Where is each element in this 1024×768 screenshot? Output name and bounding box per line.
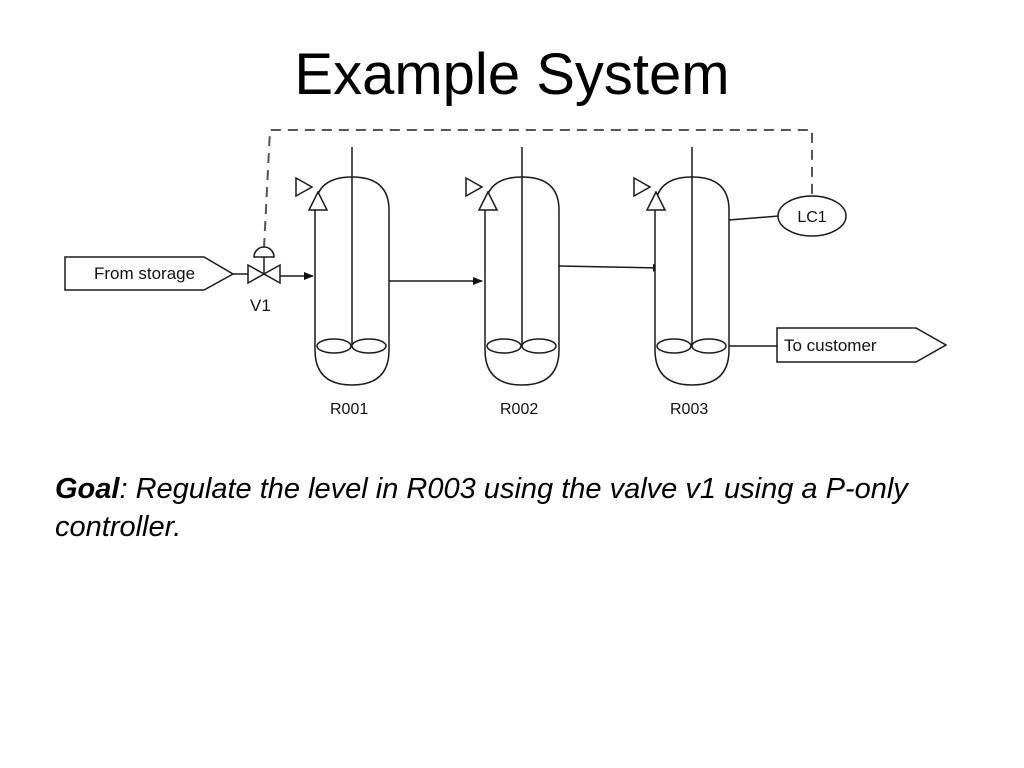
slide-title: Example System bbox=[294, 42, 730, 107]
reactor-label: R003 bbox=[670, 401, 708, 418]
reactor-label: R002 bbox=[500, 401, 538, 418]
reactor-r003: R003 bbox=[633, 147, 730, 418]
level-controller-lc1: LC1 bbox=[777, 195, 847, 237]
outlet-stream: To customer bbox=[776, 327, 948, 363]
control-signal-line bbox=[263, 129, 813, 249]
valve-v1: V1 bbox=[247, 246, 281, 315]
valve-label: V1 bbox=[250, 296, 271, 315]
goal-statement: Goal: Regulate the level in R003 using t… bbox=[55, 470, 985, 546]
process-diagram: From storage V1 R001 R002 bbox=[64, 129, 948, 418]
inlet-label: From storage bbox=[94, 264, 195, 283]
outlet-label: To customer bbox=[784, 336, 877, 355]
inlet-stream: From storage bbox=[64, 256, 235, 291]
goal-label: Goal bbox=[55, 473, 120, 505]
goal-text: : Regulate the level in R003 using the v… bbox=[55, 473, 908, 543]
reactor-label: R001 bbox=[330, 401, 368, 418]
reactor-r002: R002 bbox=[465, 147, 560, 418]
reactor-r001: R001 bbox=[295, 147, 390, 418]
controller-label: LC1 bbox=[797, 209, 826, 226]
